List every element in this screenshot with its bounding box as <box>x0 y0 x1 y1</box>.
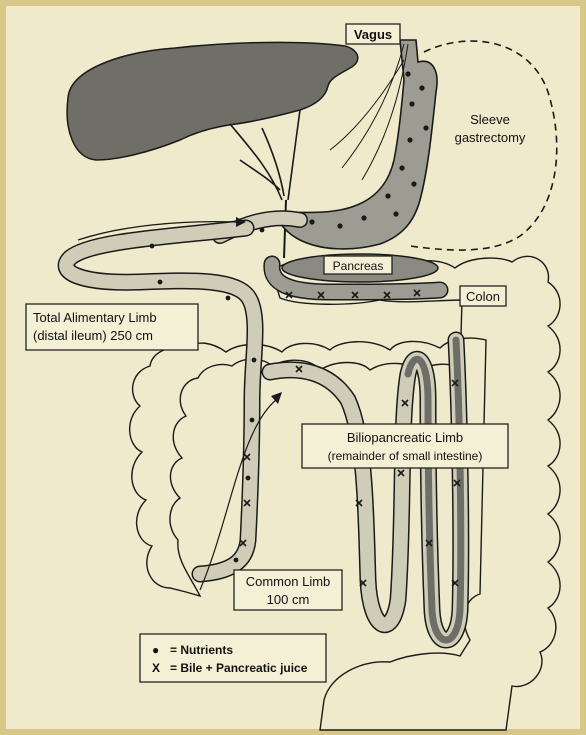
common-limb-arrowhead <box>271 392 282 404</box>
liver <box>67 42 358 160</box>
bilio-label-line1: Biliopancreatic Limb <box>347 430 463 445</box>
legend-bile-label: = Bile + Pancreatic juice <box>170 661 308 675</box>
legend-nutrients-label: = Nutrients <box>170 643 233 657</box>
alimentary-label-line2: (distal ileum) 250 cm <box>33 328 153 343</box>
common-label-line1: Common Limb <box>246 574 331 589</box>
vagus-label: Vagus <box>354 27 392 42</box>
legend-bile-symbol: X <box>152 661 160 675</box>
common-label-line2: 100 cm <box>267 592 310 607</box>
gastrectomy-label: gastrectomy <box>455 130 526 145</box>
pancreas-label: Pancreas <box>333 259 384 273</box>
colon-label: Colon <box>466 289 500 304</box>
alimentary-label-line1: Total Alimentary Limb <box>33 310 157 325</box>
bilio-label-line2: (remainder of small intestine) <box>328 449 483 463</box>
legend-nutrients-symbol: ● <box>152 643 159 657</box>
sleeve-label: Sleeve <box>470 112 510 127</box>
